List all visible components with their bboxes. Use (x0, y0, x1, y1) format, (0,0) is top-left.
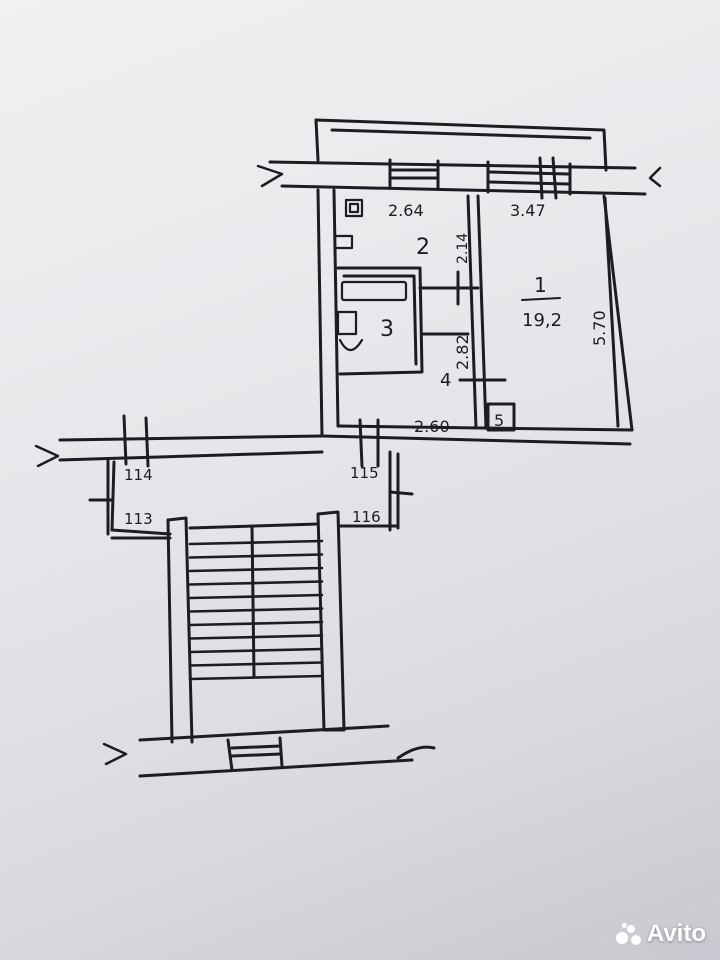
stair-tread (188, 593, 324, 600)
stair-tread (188, 661, 324, 667)
entrance-wall (138, 724, 436, 778)
label-room-4: 4 (440, 370, 451, 391)
stair-tread (188, 566, 324, 573)
label-113: 113 (124, 510, 153, 528)
stair-tread (188, 634, 324, 640)
door-marks (418, 270, 516, 432)
stair-tread (188, 580, 324, 586)
dim-kitchen-side: 2.14 (455, 233, 471, 264)
stair-treads (188, 539, 324, 681)
label-115: 115 (350, 464, 379, 482)
stair-tread (188, 620, 324, 627)
apartment-walls (314, 118, 634, 446)
dim-hall-bottom: 2.60 (414, 417, 450, 436)
entry-arrows (34, 164, 662, 766)
dimension-labels: 2.64 3.47 5.70 2.14 2.82 2.60 (388, 201, 609, 436)
label-114: 114 (124, 466, 153, 484)
label-room-3: 3 (380, 317, 394, 342)
fraction-line (521, 297, 561, 301)
top-wall (268, 156, 647, 200)
corridor-walls (58, 414, 414, 540)
avito-logo-icon (615, 923, 642, 945)
dim-bath-side: 2.82 (453, 334, 472, 370)
stair-tread (188, 647, 324, 654)
label-room-2: 2 (416, 235, 430, 260)
label-116: 116 (352, 508, 381, 526)
bathroom-fixtures (334, 198, 408, 352)
avito-watermark-text: Avito (646, 920, 706, 947)
stair-tread (188, 553, 324, 559)
label-room-1: 1 (534, 273, 547, 297)
stair-hall-labels: 114 113 115 116 (124, 464, 381, 528)
dim-room1-top: 3.47 (510, 201, 546, 220)
dim-room1-side: 5.70 (590, 310, 609, 346)
stair-tread (188, 539, 324, 546)
label-room-5: 5 (494, 411, 504, 430)
stair-tread (188, 674, 324, 681)
room-labels: 2 3 4 5 1 19,2 (380, 235, 562, 430)
label-room-1-area: 19,2 (522, 310, 562, 331)
dim-kitchen-top: 2.64 (388, 201, 424, 220)
stair-tread (188, 607, 324, 613)
avito-watermark: Avito (615, 920, 706, 948)
staircase (166, 510, 346, 744)
